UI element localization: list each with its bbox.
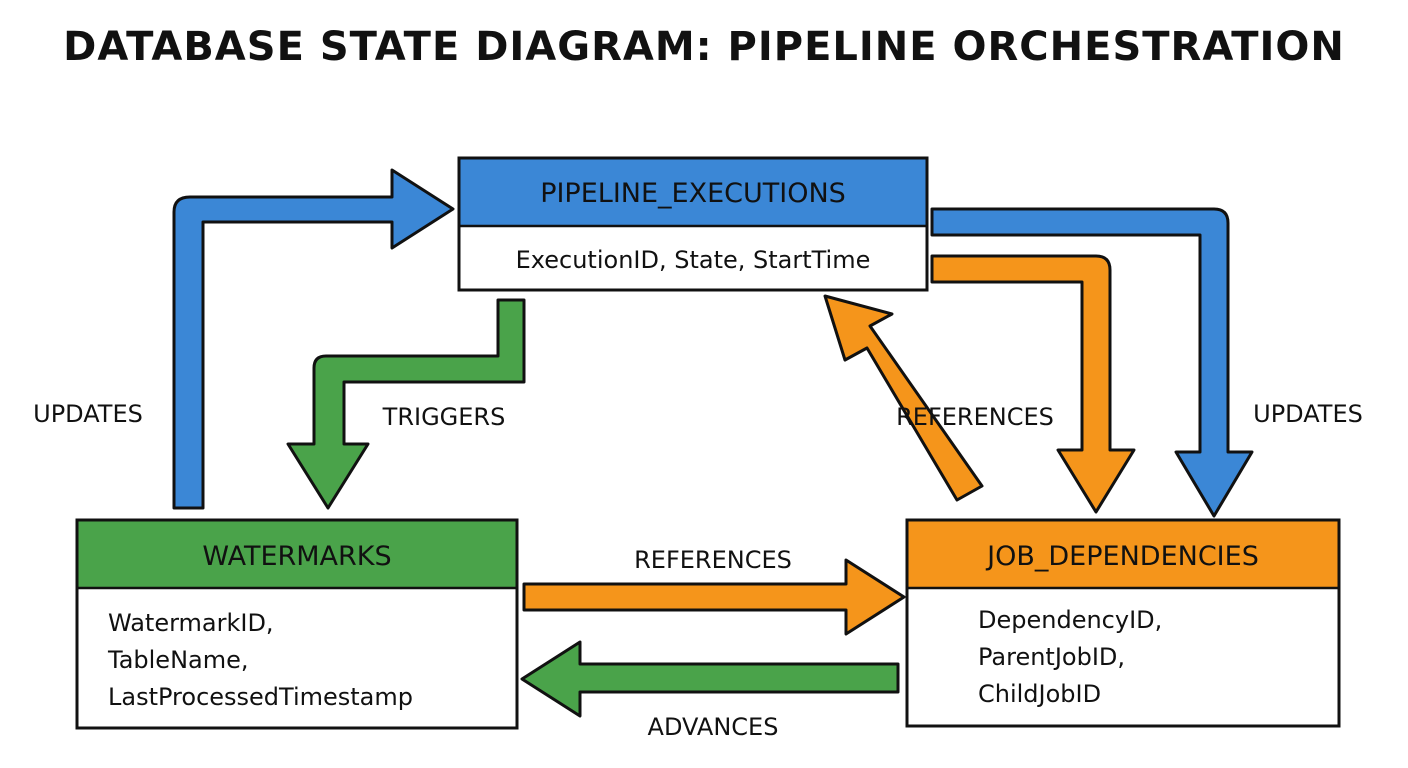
arrow-triggers — [286, 298, 526, 510]
table-watermarks[interactable]: WATERMARKS WatermarkID, TableName, LastP… — [75, 518, 519, 730]
label-references-diagonal: REFERENCES — [896, 403, 1054, 431]
table-field: DependencyID, — [978, 606, 1162, 634]
table-field: ParentJobID, — [978, 643, 1125, 671]
table-field: TableName, — [107, 646, 249, 674]
arrow-references-diagonal — [823, 294, 984, 502]
table-name: PIPELINE_EXECUTIONS — [540, 178, 846, 209]
table-outline — [905, 518, 1341, 728]
table-field: ExecutionID, State, StartTime — [516, 246, 871, 274]
label-advances: ADVANCES — [648, 713, 779, 741]
table-job-dependencies[interactable]: JOB_DEPENDENCIES DependencyID, ParentJob… — [905, 518, 1341, 728]
table-header-bg — [459, 158, 927, 226]
label-references-horizontal: REFERENCES — [634, 546, 792, 574]
table-name: WATERMARKS — [202, 541, 391, 572]
arrow-references-horizontal — [522, 558, 906, 636]
table-outline — [457, 156, 929, 292]
label-updates-left: UPDATES — [33, 400, 143, 428]
label-updates-right: UPDATES — [1253, 400, 1363, 428]
table-pipeline-executions[interactable]: PIPELINE_EXECUTIONS ExecutionID, State, … — [457, 156, 929, 292]
table-outline — [75, 518, 519, 730]
diagram-title: DATABASE STATE DIAGRAM: PIPELINE ORCHEST… — [63, 24, 1345, 70]
arrow-updates-right — [930, 207, 1254, 518]
arrow-advances — [520, 640, 900, 718]
table-header-bg — [907, 520, 1339, 588]
label-triggers: TRIGGERS — [382, 403, 506, 431]
table-field: LastProcessedTimestamp — [108, 683, 413, 711]
table-field: ChildJobID — [978, 680, 1101, 708]
arrow-pipeline-to-jobdeps — [930, 254, 1136, 514]
arrow-updates-left — [172, 168, 455, 510]
table-header-bg — [77, 520, 517, 588]
table-name: JOB_DEPENDENCIES — [985, 541, 1259, 572]
table-field: WatermarkID, — [108, 609, 274, 637]
